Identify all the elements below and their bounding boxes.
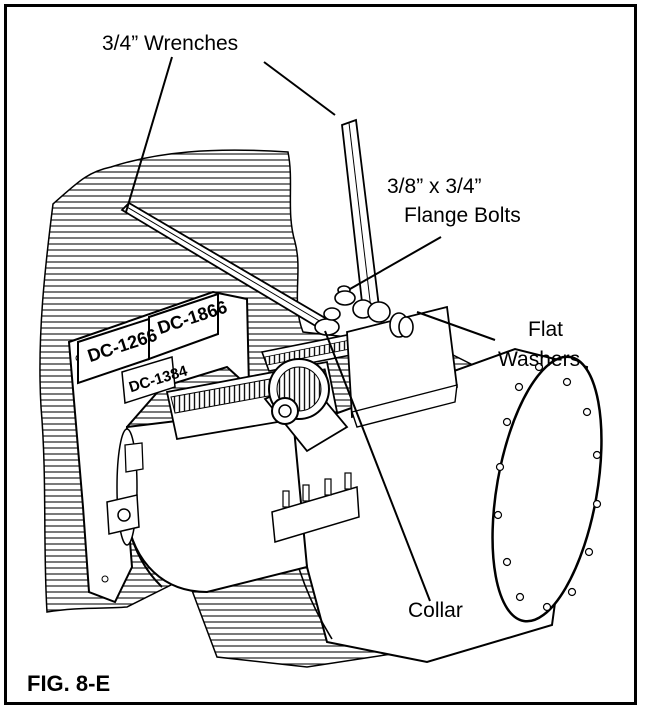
flange-bolts-label-line2: Flange Bolts: [404, 204, 521, 227]
flange-bolts-label-line1: 3/8” x 3/4”: [387, 175, 482, 198]
wrenches-label: 3/4” Wrenches: [102, 32, 239, 55]
figure-caption: FIG. 8-E: [27, 671, 111, 696]
duct-end-cap: [491, 355, 603, 623]
flat-washers-label-line1: Flat: [528, 318, 564, 341]
collar-assembly-illustration: [39, 56, 603, 668]
collar-label: Collar: [408, 599, 463, 622]
leader-lines: [125, 56, 496, 602]
figure-frame: DC-1266 DC-1866 DC-1384 3/4” Wrenches 3/…: [4, 4, 637, 705]
collar-nut: [314, 318, 340, 336]
flat-washers-label-line2: Washers: [498, 348, 581, 371]
collar-cylinder: [123, 405, 309, 594]
